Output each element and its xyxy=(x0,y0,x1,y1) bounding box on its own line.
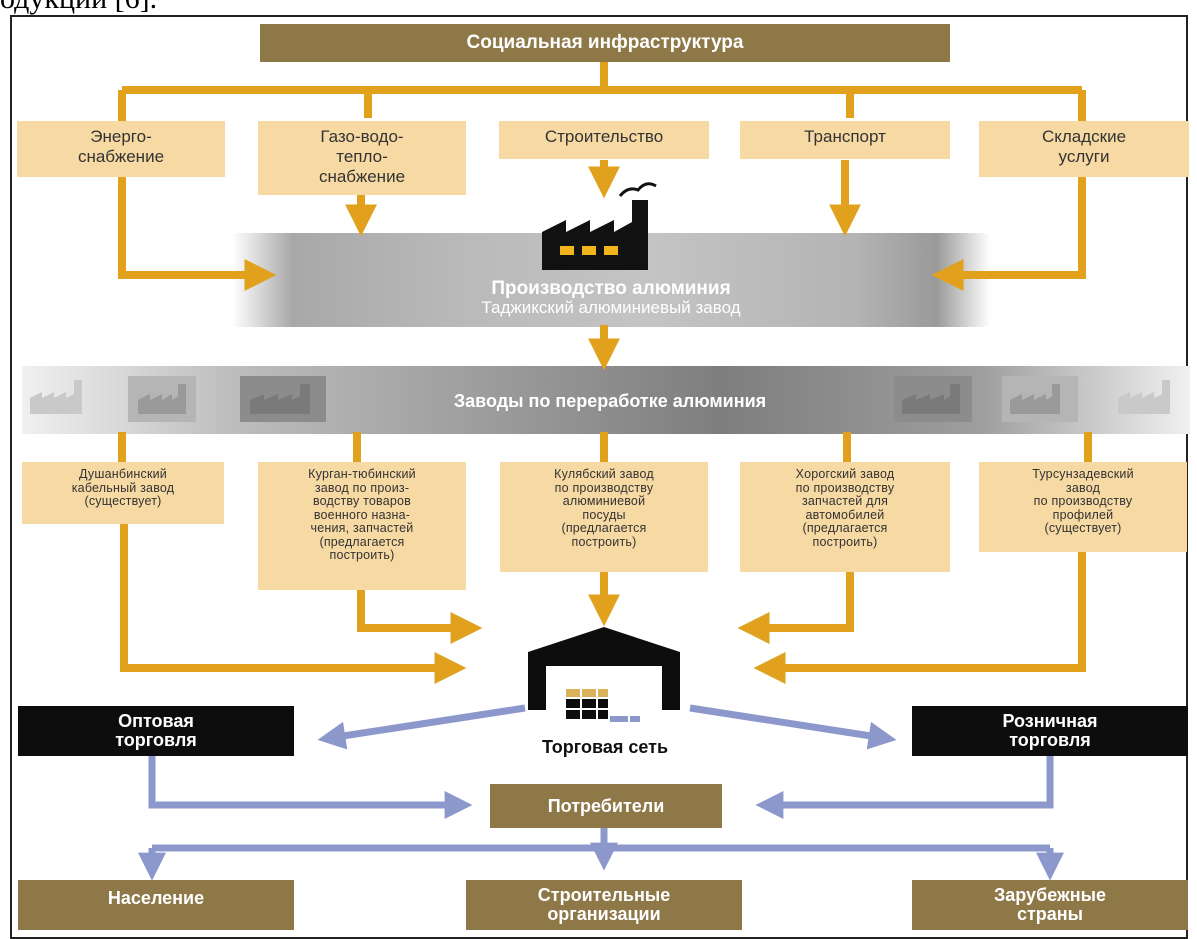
plant-label: Хорогский завод по производству запчасте… xyxy=(795,467,895,549)
retail-box: Розничная торговля xyxy=(912,706,1188,756)
infra-item-warehouse: Складские услуги xyxy=(979,121,1189,177)
processing-band xyxy=(22,366,1190,434)
consumer-group-construction-orgs: Строительные организации xyxy=(466,880,742,930)
header-fragment: одукции [6]. xyxy=(0,0,157,14)
infra-item-label: Газо-водо- тепло- снабжение xyxy=(318,127,406,186)
consumer-group-label: Зарубежные страны xyxy=(994,885,1106,924)
plant-kulyab: Кулябский завод по производству алюминие… xyxy=(500,462,708,572)
consumers-box: Потребители xyxy=(490,784,722,828)
consumer-group-label: Строительные организации xyxy=(537,885,671,924)
consumer-group-population: Население xyxy=(18,880,294,930)
wholesale-label: Оптовая торговля xyxy=(115,711,197,750)
infra-item-gas-water-heat: Газо-водо- тепло- снабжение xyxy=(258,121,466,195)
production-subtitle: Таджикский алюминиевый завод xyxy=(481,298,741,317)
plant-tursunzade: Турсунзадевский завод по производству пр… xyxy=(979,462,1187,552)
plant-kurgan-tube: Курган-тюбинский завод по произ- водству… xyxy=(258,462,466,590)
infra-item-label: Складские услуги xyxy=(1041,127,1127,166)
consumers-label: Потребители xyxy=(547,795,665,816)
retail-label: Розничная торговля xyxy=(1002,711,1098,750)
wholesale-box: Оптовая торговля xyxy=(18,706,294,756)
social-infrastructure-label: Социальная инфраструктура xyxy=(466,32,744,53)
diagram-frame xyxy=(10,15,1188,939)
plant-khorog: Хорогский завод по производству запчасте… xyxy=(740,462,950,572)
plant-label: Кулябский завод по производству алюминие… xyxy=(554,467,654,549)
plant-label: Курган-тюбинский завод по произ- водству… xyxy=(308,467,416,562)
infra-item-energy: Энерго- снабжение xyxy=(17,121,225,177)
consumer-group-foreign: Зарубежные страны xyxy=(912,880,1188,930)
trade-network-label: Торговая сеть xyxy=(541,737,669,757)
social-infrastructure-box: Социальная инфраструктура xyxy=(260,24,950,62)
infra-item-construction: Строительство xyxy=(499,121,709,159)
plant-label: Душанбинский кабельный завод (существует… xyxy=(71,467,175,508)
infra-item-label: Строительство xyxy=(544,127,664,146)
consumer-group-label: Население xyxy=(107,888,205,908)
infra-item-label: Транспорт xyxy=(804,127,886,146)
factory-small-icon xyxy=(30,380,82,414)
plant-dushanbe: Душанбинский кабельный завод (существует… xyxy=(22,462,224,524)
infra-item-transport: Транспорт xyxy=(740,121,950,159)
factory-small-icon xyxy=(1118,380,1170,414)
processing-plants-title: Заводы по переработке алюминия xyxy=(453,391,767,411)
infra-item-label: Энерго- снабжение xyxy=(77,127,165,166)
plant-label: Турсунзадевский завод по производству пр… xyxy=(1032,467,1134,535)
production-title: Производство алюминия xyxy=(491,278,731,299)
